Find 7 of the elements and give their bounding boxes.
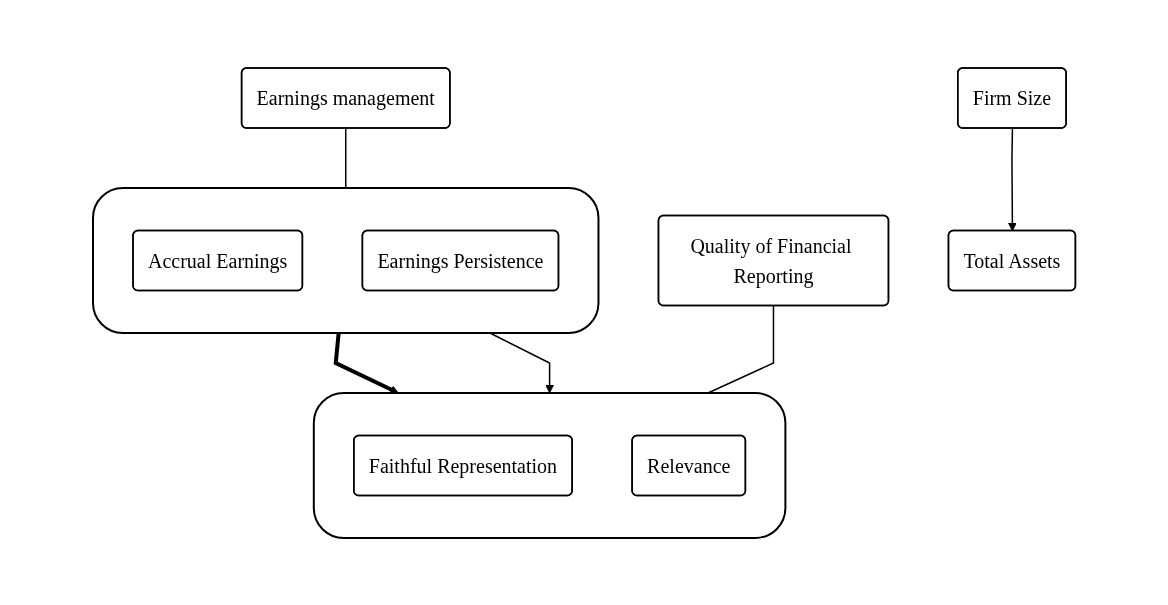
connector: [344, 126, 347, 189]
arrow: [489, 331, 554, 393]
arrow: [1007, 127, 1017, 231]
cluster: [312, 391, 787, 539]
arrow: [333, 332, 399, 394]
connector: [707, 304, 774, 394]
cluster: [91, 186, 600, 334]
